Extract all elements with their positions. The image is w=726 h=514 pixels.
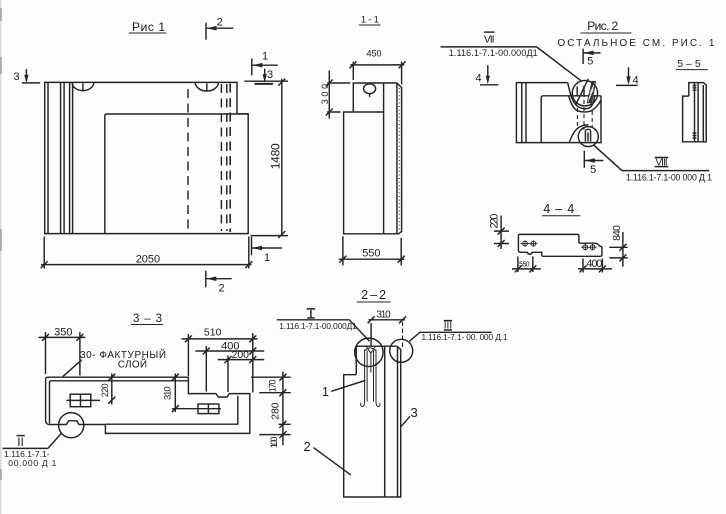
svg-text:1480: 1480 [269,143,283,169]
svg-text:1-1: 1-1 [361,15,379,26]
svg-text:ОСТАЛЬНОЕ СМ. РИС. 1: ОСТАЛЬНОЕ СМ. РИС. 1 [557,38,714,49]
svg-text:00.000 Д 1: 00.000 Д 1 [8,458,56,468]
svg-text:3: 3 [267,69,273,81]
svg-text:400: 400 [221,340,239,352]
svg-text:2050: 2050 [136,254,160,266]
svg-text:100: 100 [269,436,280,448]
svg-text:5: 5 [590,164,596,176]
svg-text:4: 4 [633,75,639,87]
svg-text:550: 550 [519,262,530,269]
svg-text:1: 1 [262,51,268,63]
svg-text:840: 840 [611,225,623,241]
svg-text:3: 3 [411,405,418,420]
svg-text:VII: VII [484,34,495,46]
svg-text:300: 300 [320,84,330,105]
svg-text:1.116.1-7.1-: 1.116.1-7.1- [4,449,50,459]
svg-text:1.116.1-7.1-00.000Д1: 1.116.1-7.1-00.000Д1 [279,321,357,331]
svg-text:400: 400 [586,258,602,270]
svg-text:30- ФАКТУРНЫЙ: 30- ФАКТУРНЫЙ [80,348,166,361]
svg-text:3: 3 [14,71,20,83]
svg-text:2: 2 [219,283,225,295]
svg-text:450: 450 [367,48,382,58]
svg-text:550: 550 [362,248,380,260]
svg-text:170: 170 [267,380,277,393]
svg-text:310: 310 [163,386,174,400]
svg-text:3 – 3: 3 – 3 [133,313,162,325]
svg-text:III: III [444,321,452,332]
svg-text:220: 220 [100,383,110,397]
svg-text:4 – 4: 4 – 4 [543,202,574,216]
svg-text:II: II [17,435,24,449]
svg-text:1.116.1-7.1-00 000 Д 1: 1.116.1-7.1-00 000 Д 1 [626,172,712,182]
svg-text:VIII: VIII [656,157,668,168]
svg-text:Рис. 2: Рис. 2 [587,19,618,33]
svg-text:2: 2 [217,16,223,28]
svg-text:350: 350 [54,327,72,339]
svg-text:5 – 5: 5 – 5 [677,58,701,70]
svg-text:310: 310 [376,310,391,321]
svg-text:2 – 2: 2 – 2 [361,288,386,302]
svg-text:280: 280 [270,402,282,420]
svg-text:Рис 1: Рис 1 [132,20,165,34]
svg-text:1: 1 [322,385,329,399]
svg-text:510: 510 [204,327,222,339]
svg-text:СЛОЙ: СЛОЙ [118,358,147,371]
svg-text:5: 5 [587,55,593,67]
svg-text:1.116.1-7.1-00.000Д1: 1.116.1-7.1-00.000Д1 [449,48,538,58]
svg-text:200: 200 [232,349,250,361]
svg-text:1: 1 [264,252,270,264]
svg-text:220: 220 [488,214,500,229]
svg-text:2: 2 [304,439,311,454]
svg-text:4: 4 [476,72,482,84]
svg-text:1.116.1-7.1- 00. 000 Д.1: 1.116.1-7.1- 00. 000 Д.1 [422,332,508,342]
